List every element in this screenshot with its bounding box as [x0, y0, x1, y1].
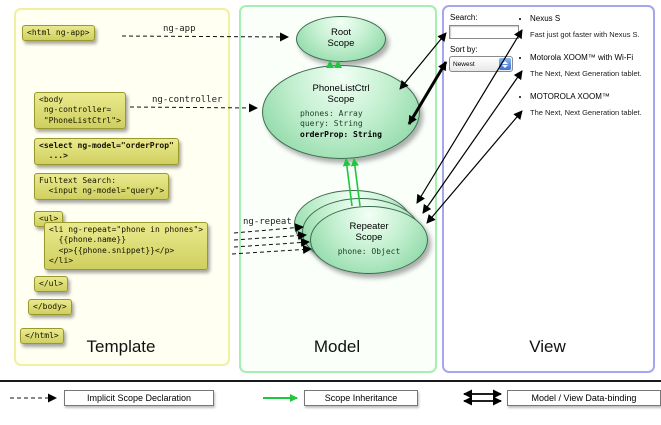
- legend-divider: [0, 380, 661, 382]
- phone-list-item: MOTOROLA XOOM™ The Next, Next Generation…: [530, 92, 661, 117]
- phonelistctrl-scope-title: PhoneListCtrl Scope: [312, 82, 370, 105]
- ng-repeat-arrow-label: ng-repeat: [243, 217, 292, 227]
- code-html-close: </html>: [20, 328, 64, 345]
- view-panel-title: View: [529, 337, 566, 356]
- model-panel-title: Model: [313, 337, 361, 356]
- code-body-close: </body>: [28, 299, 72, 316]
- phone-list-item: Nexus S Fast just got faster with Nexus …: [530, 14, 661, 39]
- root-scope-title: Root Scope: [327, 27, 355, 49]
- legend-data-binding: Model / View Data-binding: [507, 390, 661, 406]
- phone-name: Nexus S: [530, 14, 561, 23]
- legend-double-arrow-sample: [463, 389, 502, 406]
- ng-controller-arrow-label: ng-controller: [152, 95, 223, 105]
- legend-implicit-scope: Implicit Scope Declaration: [64, 390, 214, 406]
- code-li-ng-repeat: <li ng-repeat="phone in phones"> {{phone…: [44, 222, 209, 270]
- code-ul-close: </ul>: [34, 276, 69, 293]
- legend-scope-inheritance: Scope Inheritance: [304, 390, 418, 406]
- scope-prop-phones: phones: Array: [300, 108, 363, 118]
- root-scope-ellipse: Root Scope: [296, 16, 386, 62]
- code-fulltext-search: Fulltext Search: <input ng-model="query"…: [34, 173, 170, 200]
- sort-dropdown-mock: Newest: [449, 56, 513, 72]
- scope-prop-phone: phone: Object: [337, 247, 401, 257]
- phone-list-item: Motorola XOOM™ with Wi-Fi The Next, Next…: [530, 53, 661, 78]
- repeater-scope-title: Repeater Scope: [349, 221, 389, 244]
- template-panel-title: Template: [86, 337, 156, 356]
- repeater-scope-ellipse: Repeater Scope phone: Object: [310, 206, 428, 274]
- phone-snippet: The Next, Next Generation tablet.: [530, 69, 642, 78]
- phone-name: MOTOROLA XOOM™: [530, 92, 610, 101]
- search-label: Search:: [450, 13, 478, 22]
- phonelistctrl-scope-props: phones: Array query: String orderProp: S…: [300, 109, 382, 140]
- repeater-scope-props: phone: Object: [338, 247, 401, 257]
- scope-prop-orderprop: orderProp: String: [300, 129, 382, 139]
- scope-prop-query: query: String: [300, 119, 363, 129]
- code-body-open: <body ng-controller= "PhoneListCtrl">: [34, 92, 126, 130]
- phonelistctrl-scope-ellipse: PhoneListCtrl Scope phones: Array query:…: [262, 65, 420, 159]
- phone-list: Nexus S Fast just got faster with Nexus …: [518, 14, 661, 131]
- sort-by-label: Sort by:: [450, 45, 478, 54]
- phone-snippet: Fast just got faster with Nexus S.: [530, 30, 640, 39]
- code-html-open: <html ng-app>: [22, 25, 95, 42]
- ng-app-arrow-label: ng-app: [163, 24, 196, 34]
- phone-snippet: The Next, Next Generation tablet.: [530, 108, 642, 117]
- dropdown-arrows-icon: [499, 58, 511, 70]
- sort-dropdown-value: Newest: [453, 60, 475, 68]
- phone-name: Motorola XOOM™ with Wi-Fi: [530, 53, 634, 62]
- code-select-ng-model: <select ng-model="orderProp" ...>: [34, 138, 179, 165]
- search-input-mock: [449, 25, 519, 39]
